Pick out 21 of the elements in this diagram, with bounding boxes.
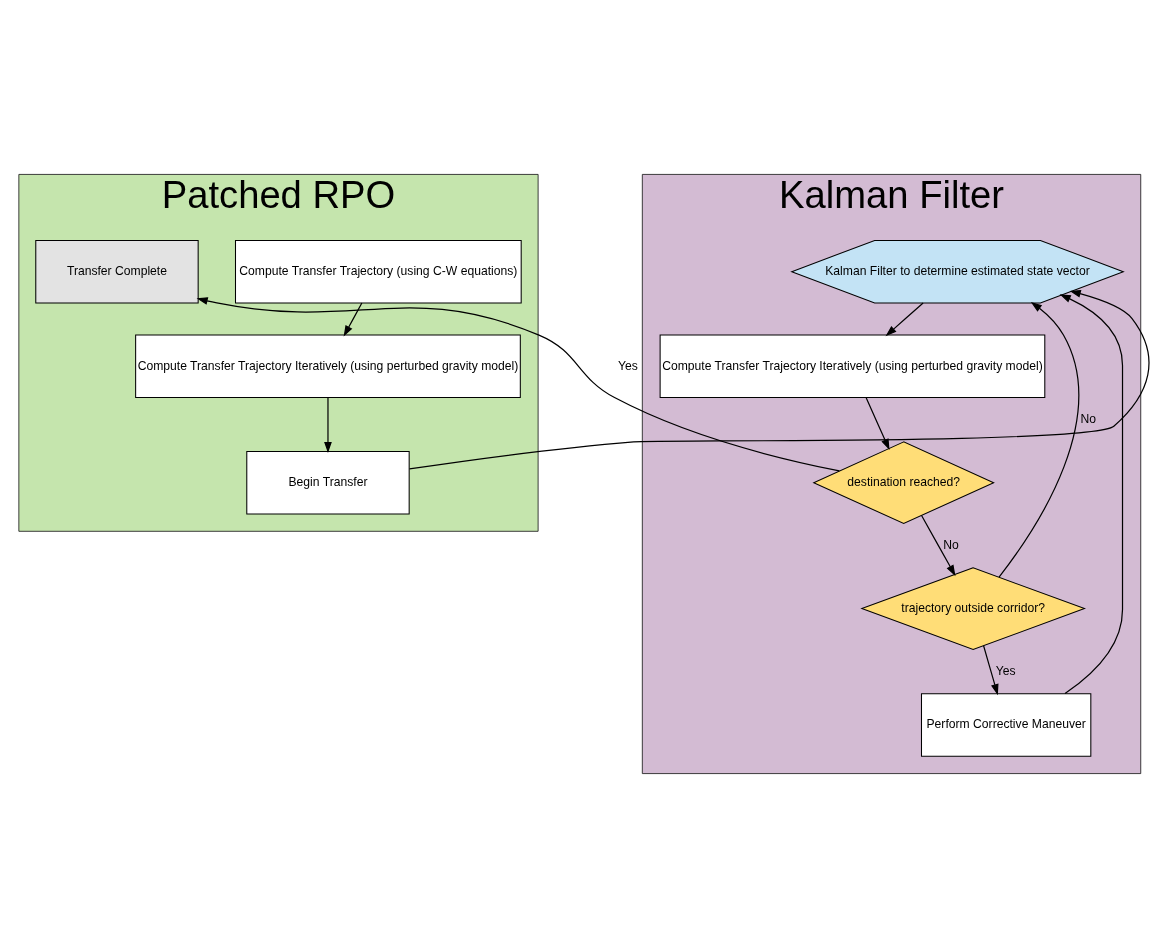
- node-box: Compute Transfer Trajectory (using C-W equations): [235, 239, 522, 303]
- arrow: [324, 396, 332, 453]
- arrow: [865, 396, 890, 450]
- edge-label: No: [943, 537, 959, 552]
- arrow: [998, 301, 1080, 578]
- arrow: [408, 289, 1150, 470]
- node-box: Compute Transfer Trajectory Iteratively (using perturbed gravity model): [135, 334, 521, 398]
- arrow: [196, 296, 840, 471]
- edge-label: Yes: [618, 358, 638, 373]
- arrow: [983, 644, 999, 695]
- node-box: Transfer Complete: [35, 239, 199, 303]
- edge-label: Yes: [995, 663, 1016, 678]
- node-box: Begin Transfer: [246, 450, 410, 514]
- node-diamond: destination reached?: [812, 440, 995, 524]
- arrow: [920, 514, 956, 576]
- arrow: [343, 301, 363, 337]
- arrow: [885, 301, 924, 336]
- node-box: Compute Transfer Trajectory Iteratively (using perturbed gravity model): [659, 334, 1046, 398]
- arrow: [1059, 293, 1124, 694]
- edge-label: No: [1080, 411, 1096, 426]
- node-box: Perform Corrective Maneuver: [920, 692, 1092, 757]
